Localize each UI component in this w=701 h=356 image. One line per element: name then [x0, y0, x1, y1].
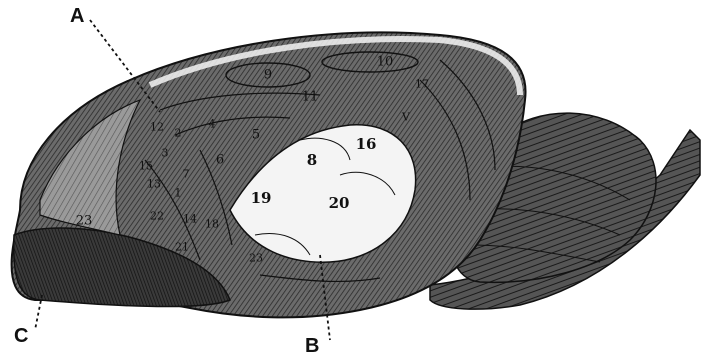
- region-label-23-lower: 23: [249, 252, 263, 265]
- region-label-4: 4: [209, 118, 216, 131]
- region-label-5: 5: [252, 128, 260, 143]
- region-label-8: 8: [307, 151, 317, 169]
- region-label-15: 15: [139, 160, 153, 173]
- region-label-11: 11: [302, 90, 319, 105]
- region-label-13: 13: [147, 178, 161, 191]
- region-label-17: 17: [415, 78, 429, 91]
- region-label-10: 10: [377, 55, 394, 70]
- region-label-7: 7: [183, 168, 190, 181]
- region-label-18: 18: [205, 218, 219, 231]
- region-label-19: 19: [251, 189, 272, 207]
- pointer-label-a: A: [70, 5, 84, 27]
- region-label-6: 6: [216, 153, 224, 168]
- region-label-23-front: 23: [76, 214, 93, 229]
- region-label-v: V: [401, 111, 411, 124]
- region-label-1: 1: [175, 187, 182, 200]
- region-label-12: 12: [150, 121, 164, 134]
- region-label-2: 2: [175, 127, 182, 140]
- region-label-3: 3: [162, 147, 169, 160]
- region-label-9: 9: [264, 68, 272, 83]
- region-label-16: 16: [356, 135, 377, 153]
- region-label-22: 22: [150, 210, 164, 223]
- pointer-label-c: C: [14, 325, 28, 347]
- region-label-20: 20: [329, 194, 350, 212]
- region-label-21: 21: [175, 241, 189, 254]
- pointer-label-b: B: [305, 335, 319, 356]
- region-label-14: 14: [183, 213, 197, 226]
